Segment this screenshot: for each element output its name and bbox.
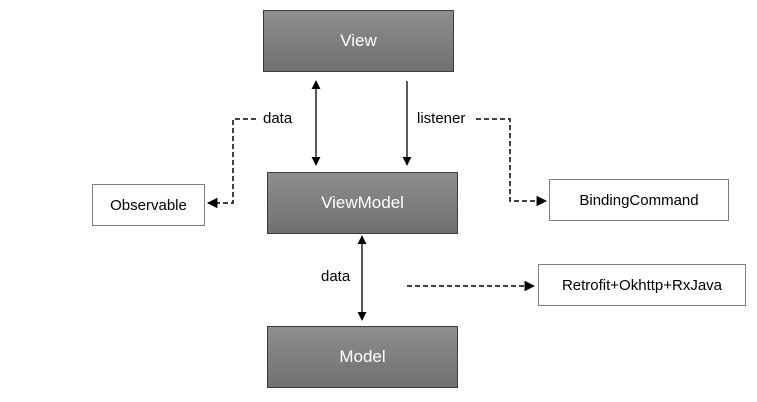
model-label: Model — [339, 347, 386, 366]
edge-label-data-bottom: data — [321, 268, 351, 285]
viewmodel-box: ViewModel — [267, 172, 458, 234]
retrofit-box: Retrofit+Okhttp+RxJava — [538, 264, 746, 306]
observable-box: Observable — [92, 184, 205, 226]
observable-label: Observable — [110, 196, 187, 214]
data-to-observable-dashed-arrow — [206, 118, 256, 209]
view-box: View — [263, 10, 454, 72]
edge-label-listener: listener — [417, 110, 466, 127]
retrofit-label: Retrofit+Okhttp+RxJava — [561, 276, 723, 294]
binding-command-box: BindingCommand — [549, 179, 729, 221]
edge-label-data-top: data — [263, 110, 293, 127]
viewmodel-label: ViewModel — [321, 193, 404, 212]
binding-command-label: BindingCommand — [579, 191, 699, 209]
model-box: Model — [267, 326, 458, 388]
listener-to-bindingcommand-dashed-arrow — [476, 118, 548, 207]
view-label: View — [340, 31, 377, 50]
